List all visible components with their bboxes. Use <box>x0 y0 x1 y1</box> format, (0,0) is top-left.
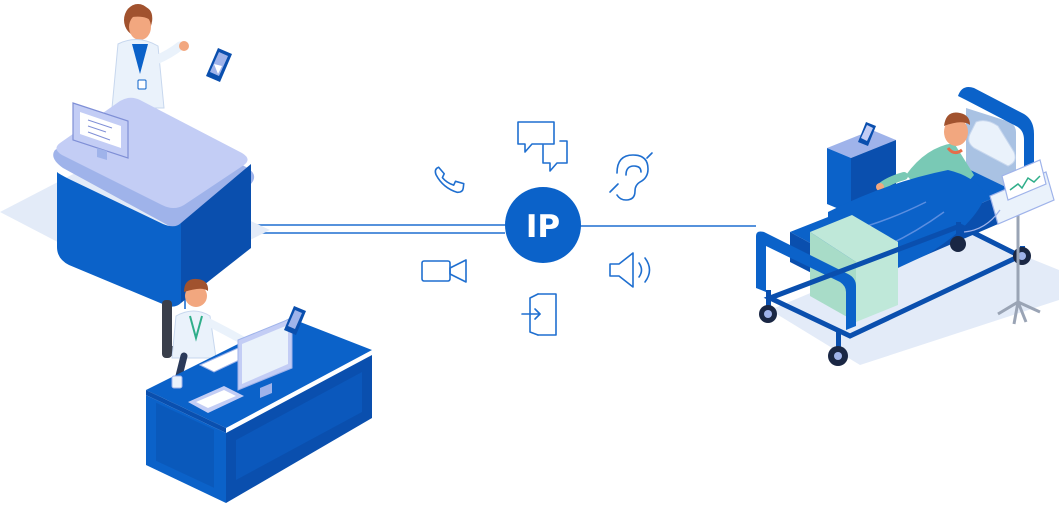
reception-desk <box>0 4 270 307</box>
speaker-icon <box>609 252 651 288</box>
chat-icon <box>517 121 568 172</box>
bed-footboard <box>756 231 856 330</box>
reception-desk-side <box>181 164 251 303</box>
doctor-cup <box>171 375 183 389</box>
video-camera-icon <box>421 259 467 283</box>
reception-nurse <box>111 4 189 109</box>
ip-hub: IP <box>505 187 581 263</box>
bed-headboard <box>958 87 1034 208</box>
service-icons <box>421 121 653 336</box>
ip-hub-label: IP <box>526 209 560 245</box>
door-entry-icon <box>521 293 557 336</box>
reception-terminal <box>206 48 232 82</box>
bed-foot-blanket <box>810 215 898 322</box>
doctor <box>171 278 246 384</box>
vital-signs-monitor <box>989 159 1055 225</box>
doctor-monitor <box>237 317 293 398</box>
doctor-terminal <box>284 306 306 335</box>
bed-pillow <box>968 120 1016 167</box>
reception-desk-front <box>57 172 181 307</box>
doctor-desk <box>146 278 372 503</box>
phone-icon <box>434 166 465 194</box>
bed-wheels <box>759 222 1031 366</box>
patient-monitor-stand <box>963 159 1055 325</box>
bedside-cabinet <box>827 122 896 214</box>
hearing-assist-icon <box>609 152 653 201</box>
patient-bed-station <box>756 87 1059 366</box>
ip-hub-circle <box>505 187 581 263</box>
reception-monitor <box>72 102 129 160</box>
doctor-tray <box>188 386 244 413</box>
